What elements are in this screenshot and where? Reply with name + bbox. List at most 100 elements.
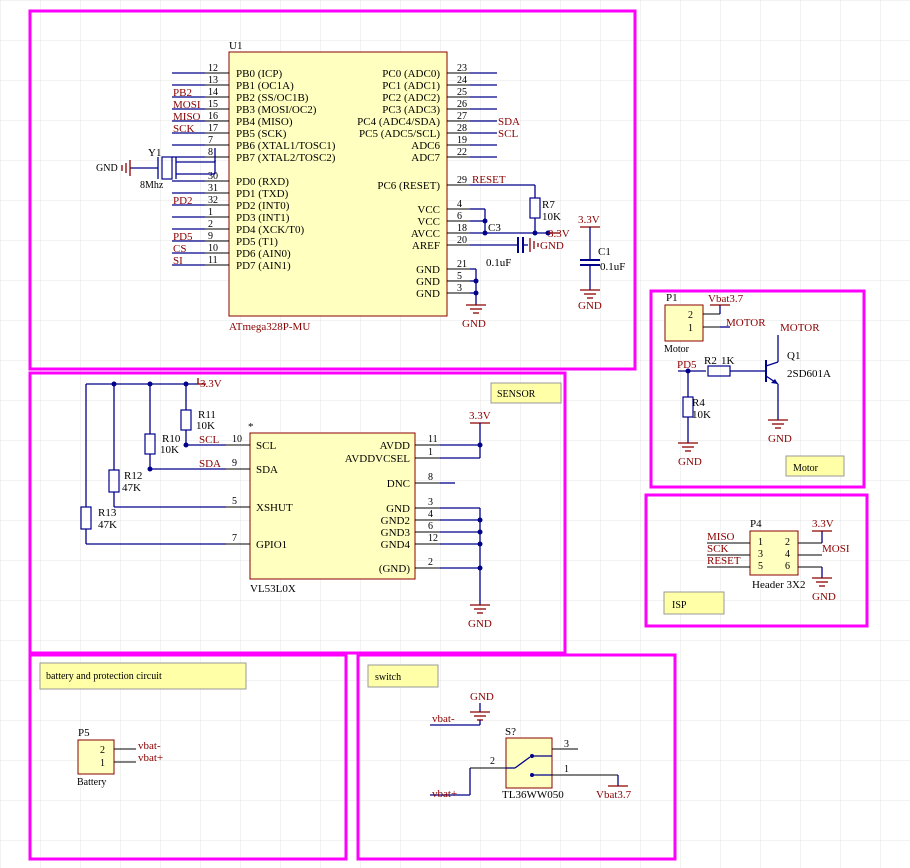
u1-pin-num: 2 xyxy=(208,219,213,230)
u1-pin-name: PC3 (ADC3) xyxy=(382,104,440,116)
sensor-pin-num: 4 xyxy=(428,509,433,520)
p4-pin-1: 1 xyxy=(758,537,763,548)
u1-pin-num: 11 xyxy=(208,255,218,266)
u1-pin-name: PD7 (AIN1) xyxy=(236,260,291,272)
u1-pin-name: PB5 (SCK) xyxy=(236,128,287,140)
sensor-pin-name: SCL xyxy=(256,440,276,452)
u1-pin-name: PD6 (AIN0) xyxy=(236,248,291,260)
p4-header[interactable] xyxy=(749,530,799,576)
p1-connector[interactable] xyxy=(664,304,704,342)
y1-val: 8Mhz xyxy=(140,180,164,191)
resistor-r7[interactable]: R7 10K xyxy=(470,184,561,236)
sensor-gnd-label: GND xyxy=(468,618,492,630)
u1-pin-name: GND xyxy=(416,264,440,276)
r2-ref: R2 xyxy=(704,355,717,367)
isp-note xyxy=(663,591,725,615)
u1-pin-num: 14 xyxy=(208,87,218,98)
u1-pin-name: VCC xyxy=(417,216,440,228)
sensor-pin-name: DNC xyxy=(387,478,410,490)
u1-pin-name: PB0 (ICP) xyxy=(236,68,282,80)
p5-connector[interactable] xyxy=(77,739,115,775)
u1-pin-num: 8 xyxy=(208,147,213,158)
sensor-pin-name: GND3 xyxy=(381,527,411,539)
u1-pin-name: PB2 (SS/OC1B) xyxy=(236,92,309,104)
u1-pin-num: 30 xyxy=(208,171,218,182)
p4-label: Header 3X2 xyxy=(752,579,805,591)
sensor-vcc-top: 3.3V xyxy=(200,378,222,390)
sensor-vcc-right: 3.3V xyxy=(469,410,491,422)
u1-pin-num: 13 xyxy=(208,75,218,86)
p4-pin-2: 2 xyxy=(785,537,790,548)
capacitor-c1[interactable]: 3.3V C1 0.1uF GND xyxy=(578,214,625,312)
motor-frame xyxy=(649,289,866,489)
p5-pin-2: 2 xyxy=(100,745,105,756)
battery-frame xyxy=(28,653,348,861)
motor-section: P1 2 1 Motor Vbat3.7 MOTOR MOTOR Q1 2SD6… xyxy=(649,289,866,489)
u1-body[interactable] xyxy=(228,51,448,317)
u1-pin-name: PC4 (ADC4/SDA) xyxy=(357,116,440,128)
isp-gnd: GND xyxy=(812,591,836,603)
isp-frame xyxy=(644,493,869,628)
isp-section: P4 Header 3X2 MISO SCK RESET 1 3 5 2 4 6… xyxy=(644,493,869,628)
sensor-pin-num: 10 xyxy=(232,434,242,445)
transistor-q1[interactable]: Q1 2SD601A xyxy=(765,350,831,420)
r13-val: 47K xyxy=(98,519,117,531)
battery-note xyxy=(39,662,247,690)
y1-ref: Y1 xyxy=(148,147,161,159)
switch-frame xyxy=(356,653,677,861)
u1-pin-name: PC0 (ADC0) xyxy=(382,68,440,80)
sensor-pin-name: AVDD xyxy=(380,440,410,452)
motor-net-a: MOTOR xyxy=(726,317,766,329)
u1-pin-name: PB7 (XTAL2/TOSC2) xyxy=(236,152,336,164)
isp-mosi: MOSI xyxy=(822,543,850,555)
u1-pin-name: PC6 (RESET) xyxy=(377,180,440,192)
u1-net-label: MISO xyxy=(173,111,201,123)
switch-vbat-plus: vbat+ xyxy=(432,788,457,800)
p5-ref: P5 xyxy=(78,727,90,739)
p1-ref: P1 xyxy=(666,292,678,304)
u1-pin-num: 7 xyxy=(208,135,213,146)
u1-net-label: SDA xyxy=(498,116,520,128)
sensor-pin-num: 12 xyxy=(428,533,438,544)
r10-val: 10K xyxy=(160,444,179,456)
u1-pin-num: 29 xyxy=(457,175,467,186)
capacitor-c3[interactable]: C3 0.1uF GND 3.3V xyxy=(470,208,570,269)
crystal-y1[interactable]: Y1 8Mhz GND xyxy=(96,147,216,191)
p5-pin-1: 1 xyxy=(100,758,105,769)
isp-vcc: 3.3V xyxy=(812,518,834,530)
r13-ref: R13 xyxy=(98,507,117,519)
u1-pin-num: 4 xyxy=(457,199,462,210)
p5-vbat-minus: vbat- xyxy=(138,740,161,752)
p1-pin-2: 2 xyxy=(688,310,693,321)
u1-pin-name: PD5 (T1) xyxy=(236,236,278,248)
c1-vcc-label: 3.3V xyxy=(578,214,600,226)
isp-reset: RESET xyxy=(707,555,741,567)
motor-note xyxy=(785,455,845,477)
u1-pin-num: 6 xyxy=(457,211,462,222)
sensor-right-nets: 3.3V GND xyxy=(440,410,492,630)
u1-net-label: MOSI xyxy=(173,99,201,111)
q1-ref: Q1 xyxy=(787,350,800,362)
sensor-pin-name: GPIO1 xyxy=(256,539,287,551)
switch-pin-1: 1 xyxy=(564,764,569,775)
motor-pd5: PD5 xyxy=(677,359,697,371)
vl53l0x-body[interactable] xyxy=(249,432,416,580)
switch-s1[interactable] xyxy=(505,737,553,789)
u1-net-label: PD2 xyxy=(173,195,193,207)
u1-pin-name: PD4 (XCK/T0) xyxy=(236,224,304,236)
sensor-pin-num: 6 xyxy=(428,521,433,532)
motor-vbat: Vbat3.7 xyxy=(708,293,744,305)
u1-pin-name: AREF xyxy=(412,240,440,252)
u1-pin-num: 28 xyxy=(457,123,467,134)
switch-note-text: switch xyxy=(375,672,401,683)
sensor-pin-num: 3 xyxy=(428,497,433,508)
switch-vbat-minus: vbat- xyxy=(432,713,455,725)
u1-pin-num: 10 xyxy=(208,243,218,254)
p4-pin-5: 5 xyxy=(758,561,763,572)
avcc-label: 3.3V xyxy=(548,228,570,240)
p5-vbat-plus: vbat+ xyxy=(138,752,163,764)
r2-val: 1K xyxy=(721,355,735,367)
r12-val: 47K xyxy=(122,482,141,494)
u1-pin-num: 3 xyxy=(457,283,462,294)
r4-ref: R4 xyxy=(692,397,705,409)
